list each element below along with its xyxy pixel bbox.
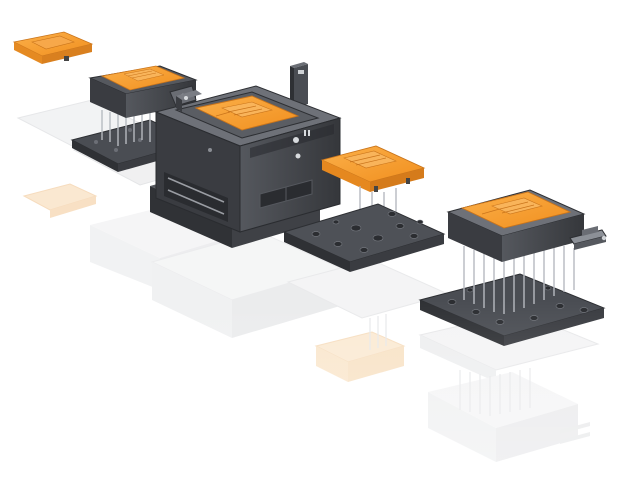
small-orange-part [12, 31, 94, 64]
reflection-fade [0, 300, 626, 477]
middle-base-plate [282, 203, 446, 272]
orange-insert-floating [320, 145, 426, 220]
central-mold-block [150, 62, 342, 248]
